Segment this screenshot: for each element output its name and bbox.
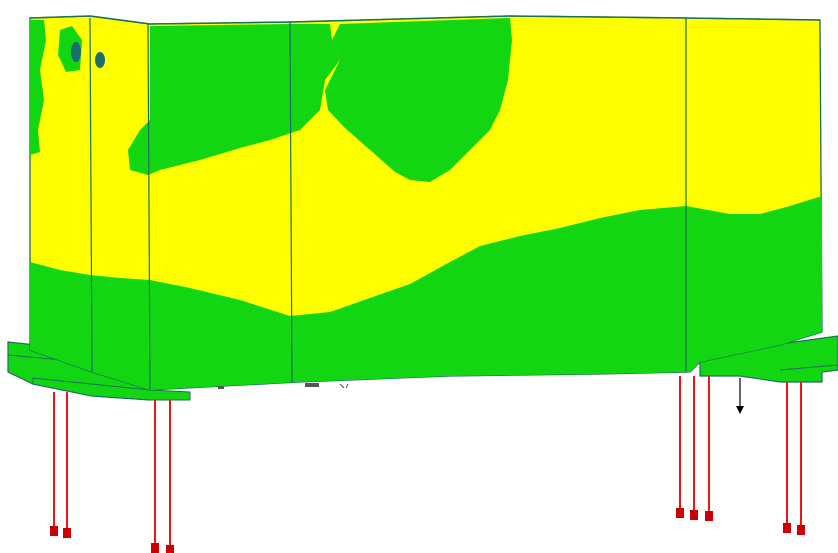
pile-cap-2	[63, 528, 71, 538]
mesh-artifacts	[218, 383, 349, 389]
panel-line-1	[89, 17, 93, 373]
stress-spot-1	[71, 42, 81, 62]
panel-lines	[89, 17, 687, 391]
wall-top-edge	[29, 15, 821, 25]
pile-cap-8	[783, 523, 791, 533]
slab-edge-right	[779, 364, 838, 371]
pile-cap-6	[690, 510, 698, 520]
pile-cap-9	[797, 525, 805, 535]
contour-region-lower-band	[30, 196, 822, 390]
pile-cap-4	[166, 545, 174, 553]
stress-spots	[71, 42, 105, 68]
pile-cap-3	[151, 543, 159, 553]
stress-spot-2	[95, 52, 105, 68]
piles	[50, 376, 805, 553]
panel-line-3	[289, 21, 293, 383]
pile-cap-5	[676, 508, 684, 518]
contour-region-left-edge	[30, 20, 46, 155]
pile-cap-7	[705, 511, 713, 521]
slab-left-underside	[32, 377, 191, 401]
down-arrow-icon	[736, 378, 744, 414]
panel-line-2	[147, 23, 151, 391]
contour-low-stress	[30, 18, 822, 390]
contour-region-upper-right	[325, 18, 512, 182]
contour-region-upper-center	[128, 24, 340, 175]
pile-cap-1	[50, 526, 58, 536]
